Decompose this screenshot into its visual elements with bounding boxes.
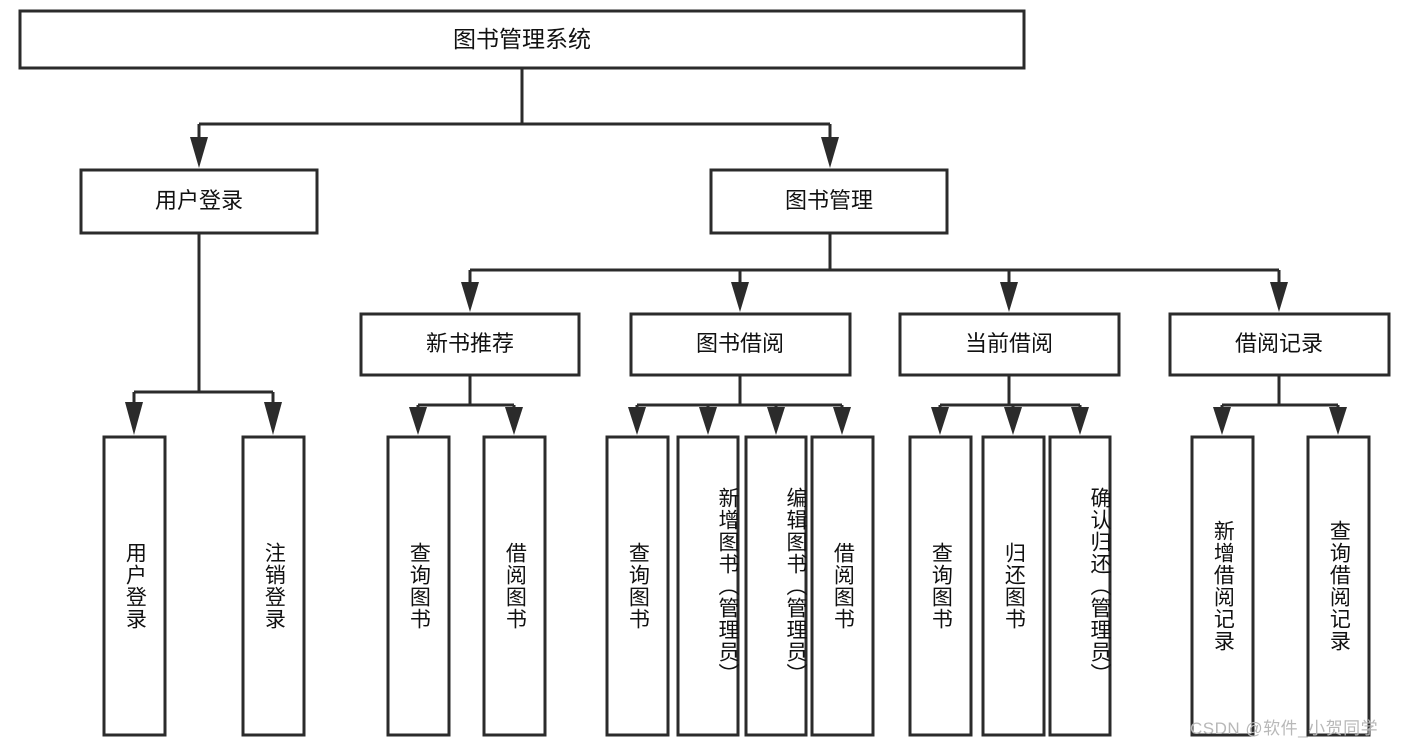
arrowhead-cb-query-book xyxy=(931,407,949,435)
node-book-management-label: 图书管理 xyxy=(785,188,873,213)
arrowhead-br-add-record xyxy=(1213,407,1231,435)
arrowhead-bb-borrow-book xyxy=(833,407,851,435)
node-borrow-record-box[interactable] xyxy=(1168,312,1391,377)
node-book-borrow[interactable]: 图书借阅 xyxy=(629,312,852,377)
arrowhead-leaf-user-login xyxy=(125,402,143,435)
node-new-book-recommend-label: 新书推荐 xyxy=(426,331,514,356)
leaf-box-nbr-borrow-book[interactable] xyxy=(482,435,547,737)
arrowhead-cb-return-book xyxy=(1004,407,1022,435)
leaf-box-bb-add-book[interactable] xyxy=(676,435,740,737)
leaf-boxes xyxy=(102,435,1371,737)
node-new-book-recommend-box[interactable] xyxy=(359,312,581,377)
node-current-borrow-label: 当前借阅 xyxy=(965,331,1053,356)
arrowhead-nbr-query-book xyxy=(409,407,427,435)
leaf-box-user-login[interactable] xyxy=(102,435,167,737)
arrowhead-book-manage xyxy=(821,137,839,168)
leaf-box-cb-return-book[interactable] xyxy=(981,435,1046,737)
leaf-box-bb-edit-book[interactable] xyxy=(744,435,808,737)
node-borrow-record-label: 借阅记录 xyxy=(1235,331,1323,356)
arrowhead-leaf-logout xyxy=(264,402,282,435)
leaf-box-bb-query-book[interactable] xyxy=(605,435,670,737)
node-user-login[interactable]: 用户登录 xyxy=(79,168,319,235)
arrowhead-new-book-rec xyxy=(461,282,479,312)
arrowhead-book-borrow xyxy=(731,282,749,312)
arrowhead-current-borrow xyxy=(1000,282,1018,312)
node-root-system-box[interactable] xyxy=(18,9,1026,70)
connector-group-book-borrow xyxy=(628,375,851,435)
node-user-login-label: 用户登录 xyxy=(155,188,243,213)
node-book-borrow-box[interactable] xyxy=(629,312,852,377)
connector-group-new-book-rec xyxy=(409,375,523,435)
csdn-watermark: CSDN @软件_小贺同学 xyxy=(1190,719,1379,738)
arrowhead-nbr-borrow-book xyxy=(505,407,523,435)
connector-group-user-login xyxy=(125,233,282,435)
leaf-box-cb-confirm-return[interactable] xyxy=(1048,435,1112,737)
arrowhead-br-query-record xyxy=(1329,407,1347,435)
leaf-box-bb-borrow-book[interactable] xyxy=(810,435,875,737)
connector-group-borrow-record xyxy=(1213,375,1347,435)
node-current-borrow-box[interactable] xyxy=(898,312,1121,377)
arrowhead-bb-add-book xyxy=(699,407,717,435)
node-new-book-recommend[interactable]: 新书推荐 xyxy=(359,312,581,377)
leaf-box-br-query-record[interactable] xyxy=(1306,435,1371,737)
node-root-system[interactable]: 图书管理系统 xyxy=(18,9,1026,70)
arrowhead-bb-edit-book xyxy=(767,407,785,435)
node-book-management[interactable]: 图书管理 xyxy=(709,168,949,235)
arrowhead-cb-confirm-return xyxy=(1071,407,1089,435)
node-user-login-box[interactable] xyxy=(79,168,319,235)
node-root-system-label: 图书管理系统 xyxy=(453,26,591,52)
node-borrow-record[interactable]: 借阅记录 xyxy=(1168,312,1391,377)
leaf-box-nbr-query-book[interactable] xyxy=(386,435,451,737)
node-book-borrow-label: 图书借阅 xyxy=(696,331,784,356)
node-book-management-box[interactable] xyxy=(709,168,949,235)
arrowhead-bb-query-book xyxy=(628,407,646,435)
connector-group-root xyxy=(190,68,839,168)
leaf-box-br-add-record[interactable] xyxy=(1190,435,1255,737)
connector-group-book-manage xyxy=(461,233,1288,312)
arrowhead-borrow-record xyxy=(1270,282,1288,312)
leaf-box-logout[interactable] xyxy=(241,435,306,737)
leaf-box-cb-query-book[interactable] xyxy=(908,435,973,737)
connector-group-current-borrow xyxy=(931,375,1089,435)
arrowhead-user-login xyxy=(190,137,208,168)
node-current-borrow[interactable]: 当前借阅 xyxy=(898,312,1121,377)
